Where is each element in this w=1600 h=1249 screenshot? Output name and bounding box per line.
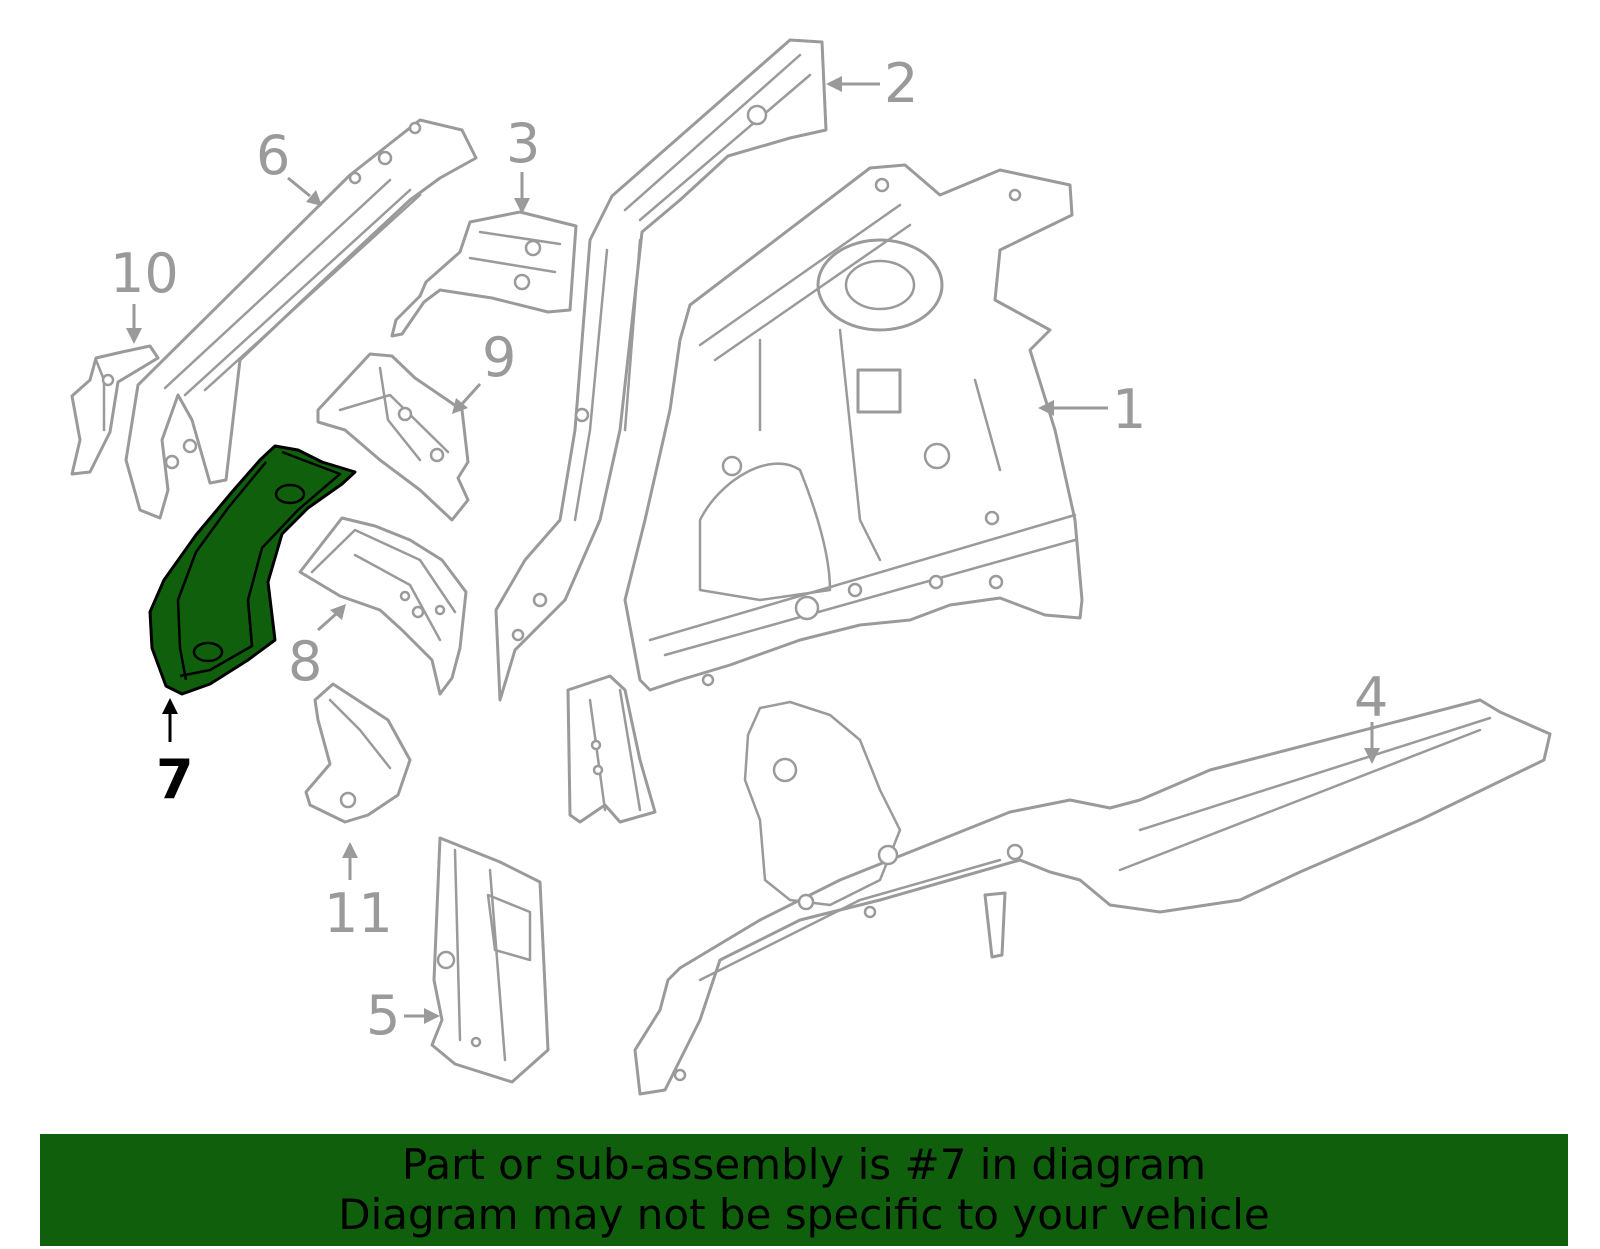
callout-5: 5 xyxy=(366,984,400,1047)
callout-1: 1 xyxy=(1112,378,1146,441)
callout-arrows xyxy=(126,76,1380,1024)
callout-8: 8 xyxy=(288,630,322,693)
callout-2: 2 xyxy=(884,52,918,115)
callout-labels: 1 2 3 4 5 6 7 8 9 10 11 xyxy=(110,52,1388,1047)
callout-9: 9 xyxy=(482,326,516,389)
part-3[interactable] xyxy=(390,210,578,338)
callout-7: 7 xyxy=(156,748,194,811)
part-8[interactable] xyxy=(298,516,468,696)
part-1-rail-end xyxy=(566,674,657,824)
parts-diagram: 1 2 3 4 5 6 7 8 9 10 11 xyxy=(70,38,1552,1096)
info-banner: Part or sub-assembly is #7 in diagram Di… xyxy=(40,1134,1568,1246)
part-10[interactable] xyxy=(70,344,160,476)
part-6[interactable] xyxy=(124,118,478,520)
banner-line-2: Diagram may not be specific to your vehi… xyxy=(338,1190,1270,1239)
callout-4: 4 xyxy=(1354,666,1388,729)
part-2[interactable] xyxy=(494,38,828,702)
part-7-highlighted[interactable] xyxy=(148,444,357,696)
callout-11: 11 xyxy=(324,882,393,945)
part-4[interactable] xyxy=(633,698,1552,1096)
callout-3: 3 xyxy=(506,112,540,175)
callout-10: 10 xyxy=(110,242,179,305)
callout-6: 6 xyxy=(256,124,290,187)
banner-line-1: Part or sub-assembly is #7 in diagram xyxy=(401,1140,1207,1189)
part-9[interactable] xyxy=(316,352,470,522)
part-5[interactable] xyxy=(430,836,550,1084)
part-11[interactable] xyxy=(304,682,412,824)
part-1[interactable] xyxy=(623,163,1084,692)
